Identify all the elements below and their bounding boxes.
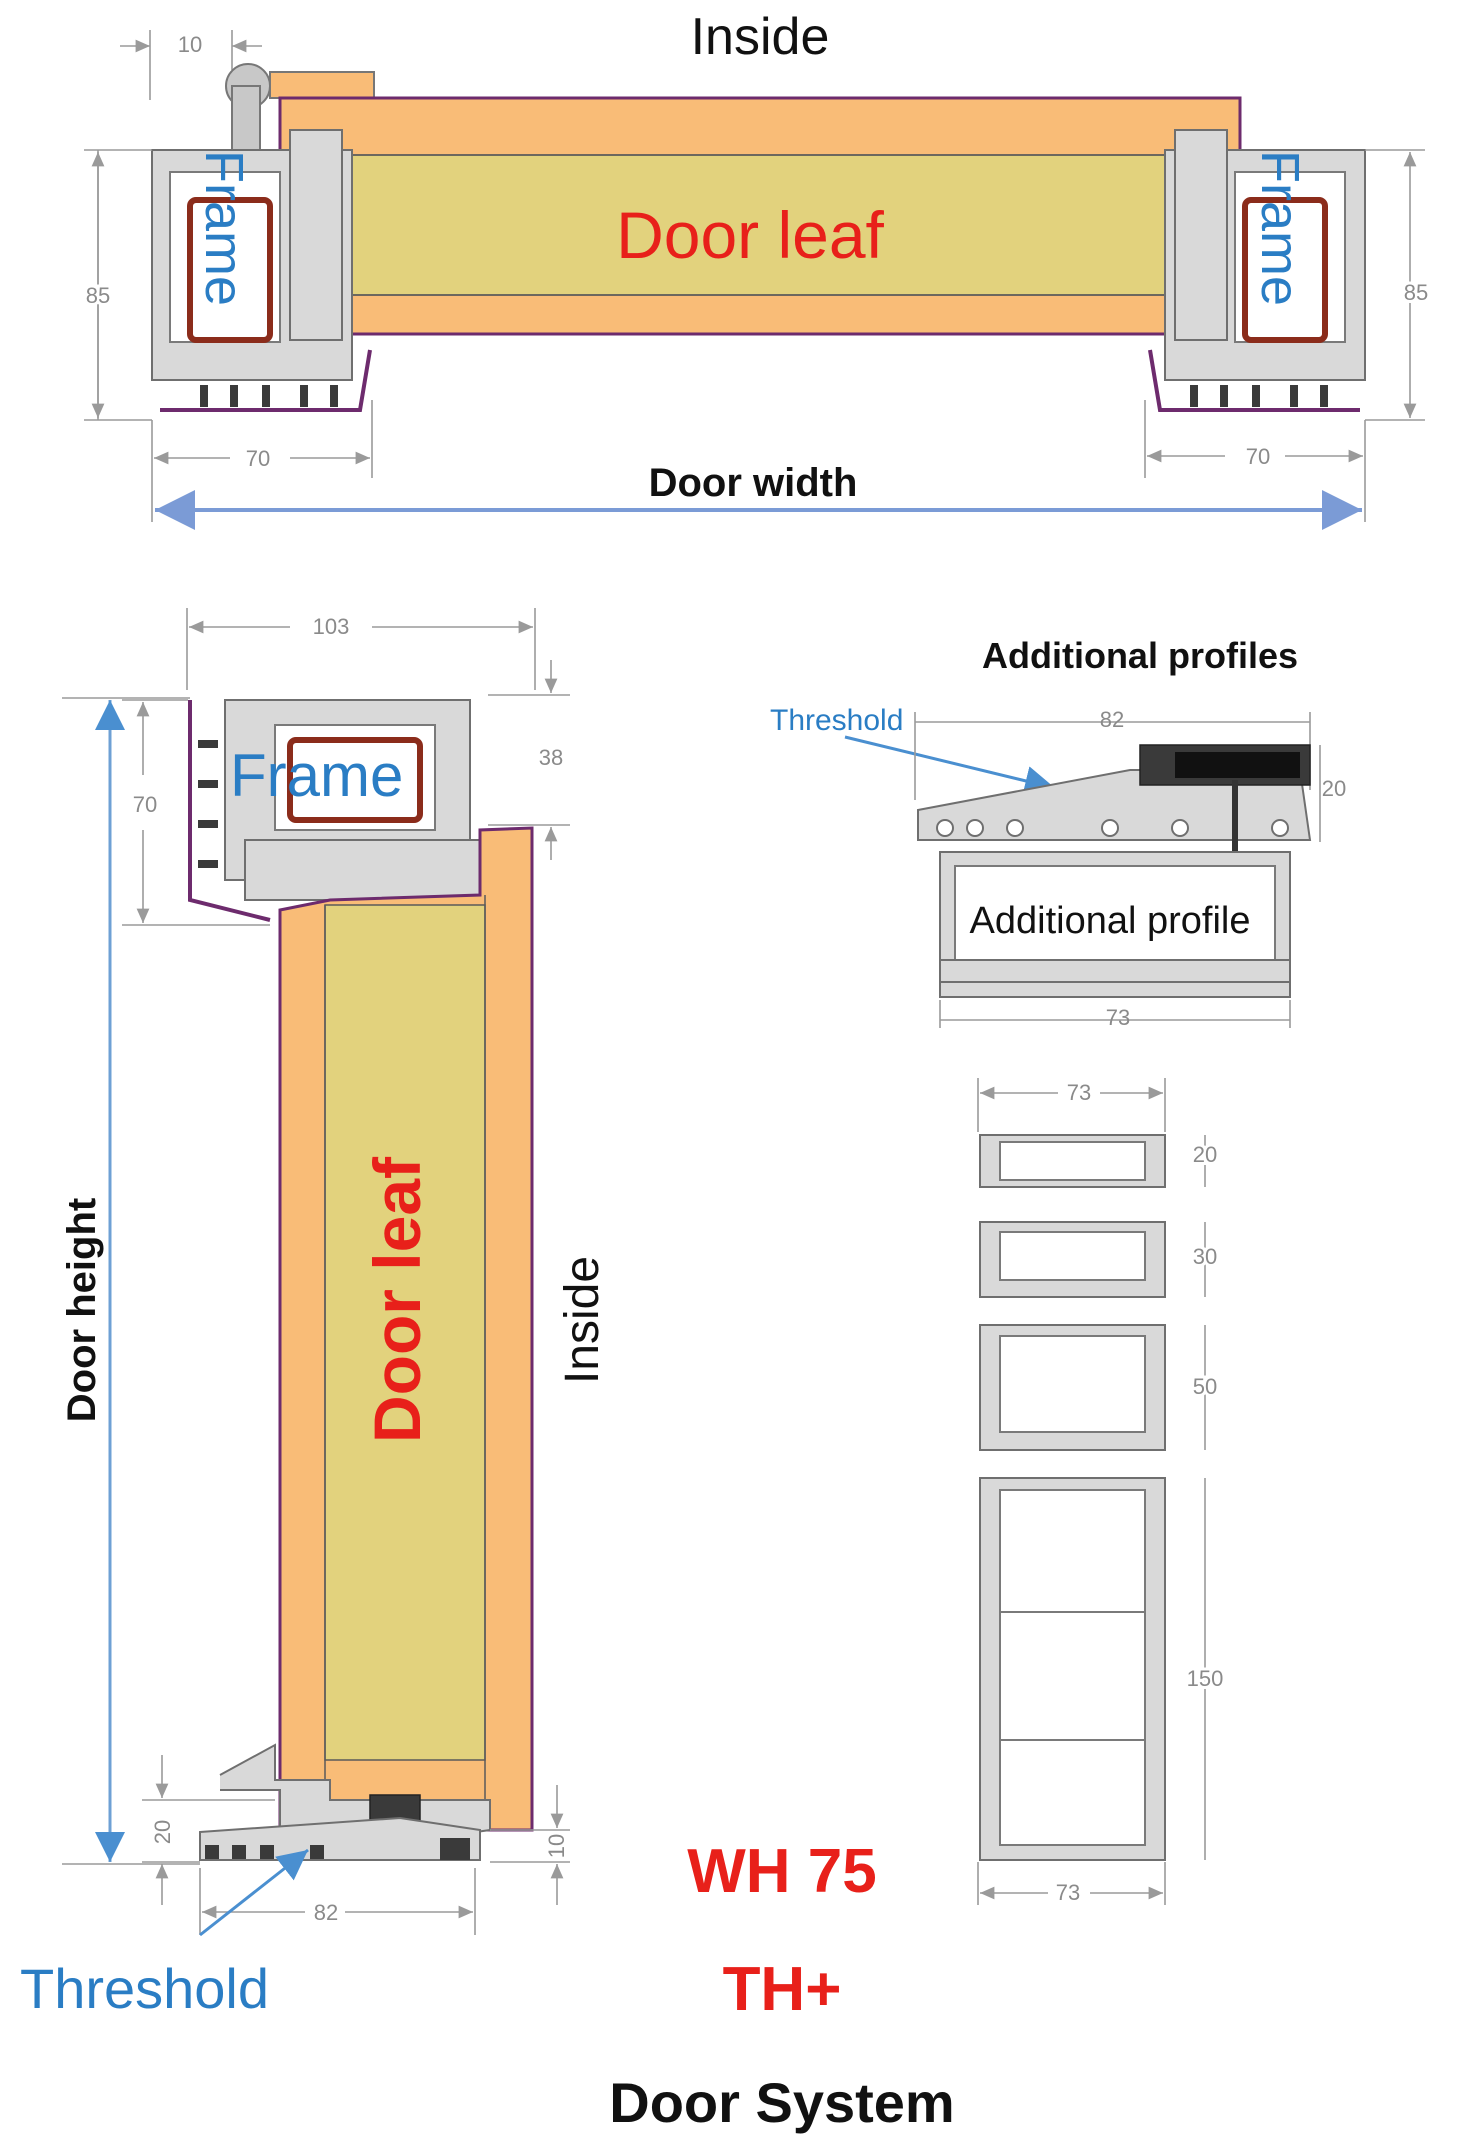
side-door-leaf-label: Door leaf <box>360 1156 434 1443</box>
top-dim-70-left: 70 <box>151 400 373 478</box>
stack-profile-20: 20 <box>979 1134 1220 1188</box>
side-door-leaf: Door leaf <box>278 826 534 1832</box>
hinge-icon <box>225 63 375 157</box>
additional-dim-20: 20 <box>1319 745 1346 842</box>
variant-label: TH+ <box>723 1955 842 2024</box>
side-inside-label: Inside <box>556 1256 609 1384</box>
stack-profile-50: 50 <box>979 1324 1220 1451</box>
top-door-leaf-label: Door leaf <box>616 198 884 272</box>
side-dim-10: 10 <box>490 1785 570 1905</box>
side-dim-20: 20 <box>142 1755 275 1905</box>
side-frame-head: Frame <box>188 699 486 922</box>
top-dim-70-left-text: 70 <box>246 446 270 471</box>
additional-dim-20-text: 20 <box>1322 776 1346 801</box>
additional-dim-82-text: 82 <box>1100 707 1124 732</box>
model-label: WH 75 <box>687 1837 876 1906</box>
side-dim-70: 70 <box>122 699 270 926</box>
side-bottom-profile <box>199 1743 491 1861</box>
top-dim-10-text: 10 <box>178 32 202 57</box>
stack-profile-30: 30 <box>979 1221 1220 1298</box>
top-dim-85-left: 85 <box>83 149 152 421</box>
additional-dim-73: 73 <box>939 1000 1291 1030</box>
stack-dim-top: 73 <box>977 1078 1166 1132</box>
door-height-dimension: Door height <box>60 697 200 1865</box>
top-frame-left-label: Frame <box>194 150 254 306</box>
door-width-label: Door width <box>649 461 858 505</box>
stack-width-bottom-text: 73 <box>1056 1880 1080 1905</box>
side-dim-103-text: 103 <box>313 614 350 639</box>
side-dim-20-text: 20 <box>150 1820 175 1844</box>
side-threshold-callout: Threshold <box>20 1848 309 2020</box>
additional-threshold-label: Threshold <box>770 704 903 737</box>
system-label: Door System <box>609 2071 954 2134</box>
stack-height-20: 20 <box>1193 1142 1217 1167</box>
top-frame-right: Frame <box>1148 129 1366 412</box>
top-frame-left: Frame <box>151 129 372 412</box>
side-frame-label: Frame <box>230 742 403 809</box>
top-dim-70-right: 70 <box>1144 400 1366 478</box>
profile-stack: 73 20 30 50 <box>977 1078 1226 1905</box>
top-plan-section: Inside 10 Door leaf <box>83 8 1431 530</box>
additional-threshold-profile <box>917 744 1312 885</box>
side-dim-103: 103 <box>186 608 536 690</box>
door-height-label: Door height <box>60 1198 104 1422</box>
side-dim-82: 82 <box>199 1868 476 1935</box>
stack-dim-bottom: 73 <box>977 1862 1166 1905</box>
additional-profile-label: Additional profile <box>970 900 1251 942</box>
stack-profile-150: 150 <box>979 1477 1226 1861</box>
side-dim-82-text: 82 <box>314 1900 338 1925</box>
side-dim-38: 38 <box>488 660 570 860</box>
footer-labels: WH 75 TH+ Door System <box>609 1837 954 2134</box>
additional-profiles-title: Additional profiles <box>982 635 1298 676</box>
additional-threshold-callout: Threshold <box>770 704 1056 796</box>
additional-profiles-section: Additional profiles Threshold 82 20 <box>770 635 1346 1905</box>
side-dim-70-text: 70 <box>133 792 157 817</box>
stack-width-top-text: 73 <box>1067 1080 1091 1105</box>
stack-height-150: 150 <box>1187 1666 1224 1691</box>
top-inside-label: Inside <box>691 8 830 66</box>
top-frame-right-label: Frame <box>1250 150 1310 306</box>
side-dim-10-text: 10 <box>544 1834 569 1858</box>
additional-dim-73-text: 73 <box>1106 1005 1130 1030</box>
stack-height-50: 50 <box>1193 1374 1217 1399</box>
additional-profile-box: Additional profile <box>939 851 1291 998</box>
door-width-dimension: Door width <box>151 461 1366 530</box>
top-dim-85-right: 85 <box>1365 149 1431 421</box>
top-door-leaf: Door leaf <box>278 96 1242 336</box>
side-dim-38-text: 38 <box>539 745 563 770</box>
side-section: 103 Frame 38 <box>20 608 609 2020</box>
stack-height-30: 30 <box>1193 1244 1217 1269</box>
side-threshold-label: Threshold <box>20 1957 269 2020</box>
top-dim-10: 10 <box>120 30 262 100</box>
top-dim-85-left-text: 85 <box>86 283 110 308</box>
top-dim-70-right-text: 70 <box>1246 444 1270 469</box>
top-dim-85-right-text: 85 <box>1404 280 1428 305</box>
